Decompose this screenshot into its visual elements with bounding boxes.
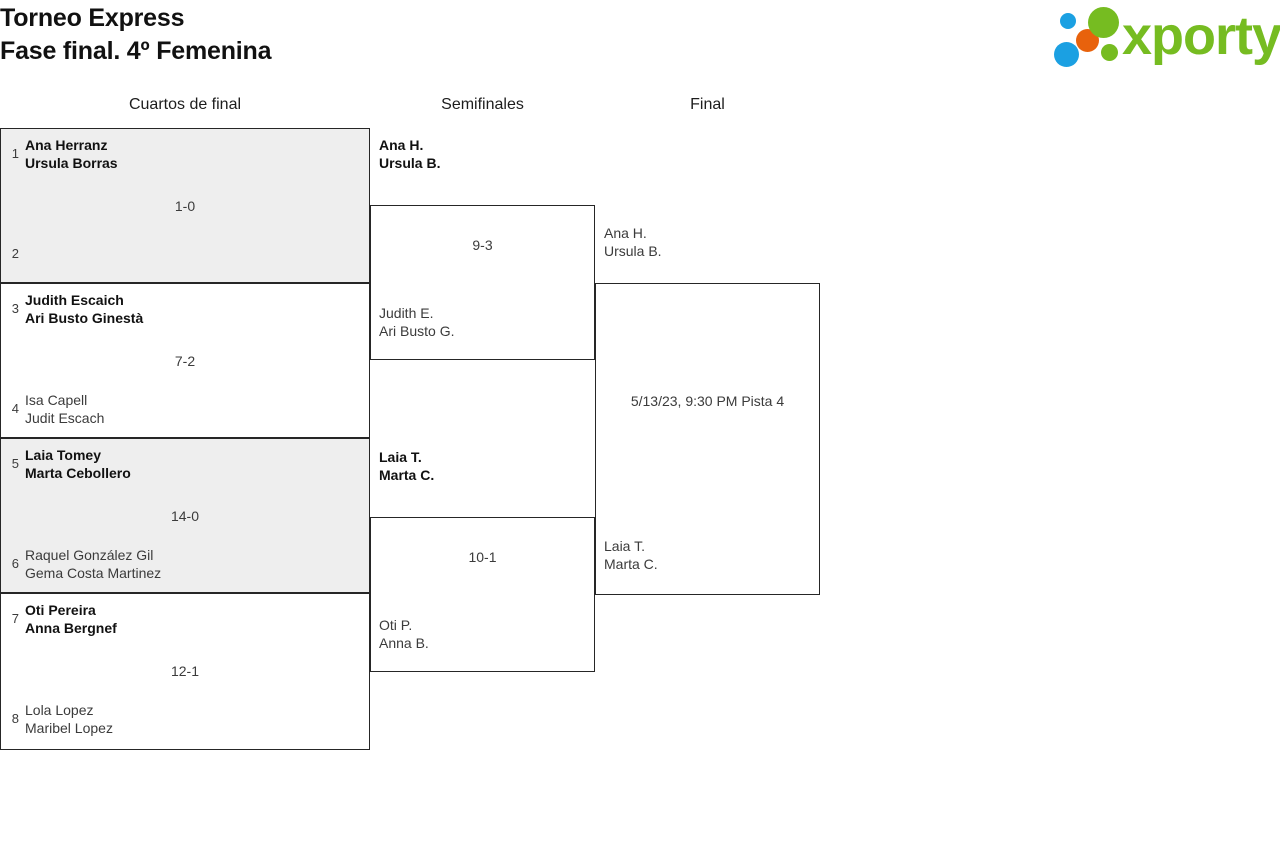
match-team-bottom[interactable]: 2 [1, 236, 369, 263]
round-header-quarterfinals: Cuartos de final [128, 96, 242, 113]
match-team-bottom[interactable]: Judith E. Ari Busto G. [379, 304, 454, 340]
match-score: 7-2 [174, 353, 196, 369]
match-team-top[interactable]: 3 Judith Escaich Ari Busto Ginestà [1, 291, 369, 327]
match-score: 1-0 [174, 198, 196, 214]
round-header-final: Final [690, 96, 725, 113]
team-names: Oti P. Anna B. [379, 616, 429, 652]
team-names: Ana H. Ursula B. [604, 224, 662, 260]
match-team-bottom[interactable]: Laia T. Marta C. [604, 537, 658, 573]
logo-dot-blue-small-icon [1060, 13, 1076, 29]
team-player-2: Ari Busto Ginestà [25, 310, 144, 326]
team-player-2: Marta Cebollero [25, 465, 131, 481]
team-seed: 4 [11, 401, 19, 416]
match-schedule: 5/13/23, 9:30 PM Pista 4 [630, 393, 785, 409]
match-quarterfinal-2[interactable]: 3 Judith Escaich Ari Busto Ginestà 7-2 4… [0, 283, 370, 438]
team-names: Oti Pereira Anna Bergnef [25, 601, 117, 637]
team-seed: 5 [11, 456, 19, 471]
match-semifinal-2[interactable]: Laia T. Marta C. 10-1 Oti P. Anna B. [370, 449, 595, 672]
team-seed: 7 [11, 611, 19, 626]
match-team-bottom[interactable]: 4 Isa Capell Judit Escach [1, 391, 369, 427]
match-team-top[interactable]: 1 Ana Herranz Ursula Borras [1, 136, 369, 172]
team-player-1: Laia Tomey [25, 447, 101, 463]
team-player-1: Judith Escaich [25, 292, 124, 308]
team-names: Ana H. Ursula B. [379, 136, 440, 172]
tournament-name: Torneo Express [0, 4, 185, 32]
logo-dot-green-large-icon [1088, 7, 1119, 38]
team-player-1: Oti Pereira [25, 602, 96, 618]
team-names: Raquel González Gil Gema Costa Martinez [25, 546, 161, 582]
page-header: Torneo Express Fase final. 4º Femenina x… [0, 0, 1280, 90]
team-player-1: Raquel González Gil [25, 547, 154, 563]
team-seed: 2 [11, 246, 19, 261]
match-team-top[interactable]: 5 Laia Tomey Marta Cebollero [1, 446, 369, 482]
match-team-bottom[interactable]: 6 Raquel González Gil Gema Costa Martine… [1, 546, 369, 582]
logo-wordmark: xporty [1122, 6, 1280, 66]
match-team-top[interactable]: Ana H. Ursula B. [604, 224, 662, 260]
team-seed: 1 [11, 146, 19, 161]
team-names: Ana Herranz Ursula Borras [25, 136, 118, 172]
team-names: Isa Capell Judit Escach [25, 391, 104, 427]
team-player-1: Isa Capell [25, 392, 88, 408]
team-player-1: Ana H. [604, 225, 647, 241]
team-names: Judith Escaich Ari Busto Ginestà [25, 291, 143, 327]
team-names: Laia Tomey Marta Cebollero [25, 446, 131, 482]
team-player-2: Anna B. [379, 635, 429, 651]
team-names: Laia T. Marta C. [604, 537, 658, 573]
logo-dot-green-small-icon [1101, 44, 1118, 61]
match-final[interactable]: Ana H. Ursula B. 5/13/23, 9:30 PM Pista … [595, 225, 820, 595]
team-names: Laia T. Marta C. [379, 448, 434, 484]
team-names: Lola Lopez Maribel Lopez [25, 701, 113, 737]
logo-dot-blue-large-icon [1054, 42, 1079, 67]
team-player-2: Ursula Borras [25, 155, 118, 171]
match-team-top[interactable]: 7 Oti Pereira Anna Bergnef [1, 601, 369, 637]
tournament-phase: Fase final. 4º Femenina [0, 37, 272, 65]
team-player-1: Ana H. [379, 137, 424, 153]
team-player-1: Laia T. [379, 449, 422, 465]
logo-dots-icon [1048, 5, 1128, 68]
match-team-top[interactable]: Laia T. Marta C. [379, 448, 434, 484]
match-team-top[interactable]: Ana H. Ursula B. [379, 136, 440, 172]
match-score: 9-3 [472, 237, 493, 253]
match-score: 10-1 [468, 549, 497, 565]
match-quarterfinal-1[interactable]: 1 Ana Herranz Ursula Borras 1-0 2 [0, 128, 370, 283]
team-player-2: Ursula B. [604, 243, 662, 259]
team-player-1: Ana Herranz [25, 137, 108, 153]
team-player-2: Ari Busto G. [379, 323, 455, 339]
team-names: Judith E. Ari Busto G. [379, 304, 454, 340]
team-seed: 3 [11, 301, 19, 316]
match-quarterfinal-4[interactable]: 7 Oti Pereira Anna Bergnef 12-1 8 Lola L… [0, 593, 370, 750]
round-header-semifinals: Semifinales [441, 96, 524, 113]
team-player-2: Ursula B. [379, 155, 441, 171]
team-player-2: Gema Costa Martinez [25, 565, 162, 581]
match-quarterfinal-3[interactable]: 5 Laia Tomey Marta Cebollero 14-0 6 Raqu… [0, 438, 370, 593]
team-player-2: Anna Bergnef [25, 620, 117, 636]
team-player-2: Maribel Lopez [25, 720, 113, 736]
match-score: 14-0 [170, 508, 200, 524]
team-player-2: Marta C. [379, 467, 435, 483]
page-title: Torneo Express Fase final. 4º Femenina [0, 2, 271, 68]
match-team-bottom[interactable]: 8 Lola Lopez Maribel Lopez [1, 701, 369, 737]
team-seed: 8 [11, 711, 19, 726]
team-seed: 6 [11, 556, 19, 571]
team-player-1: Lola Lopez [25, 702, 94, 718]
team-player-1: Judith E. [379, 305, 434, 321]
match-team-bottom[interactable]: Oti P. Anna B. [379, 616, 429, 652]
team-player-1: Laia T. [604, 538, 645, 554]
team-player-1: Oti P. [379, 617, 413, 633]
team-player-2: Judit Escach [25, 410, 105, 426]
match-semifinal-1[interactable]: Ana H. Ursula B. 9-3 Judith E. Ari Busto… [370, 137, 595, 360]
match-score: 12-1 [170, 663, 200, 679]
team-player-2: Marta C. [604, 556, 658, 572]
xporty-logo[interactable]: xporty [1048, 5, 1280, 68]
